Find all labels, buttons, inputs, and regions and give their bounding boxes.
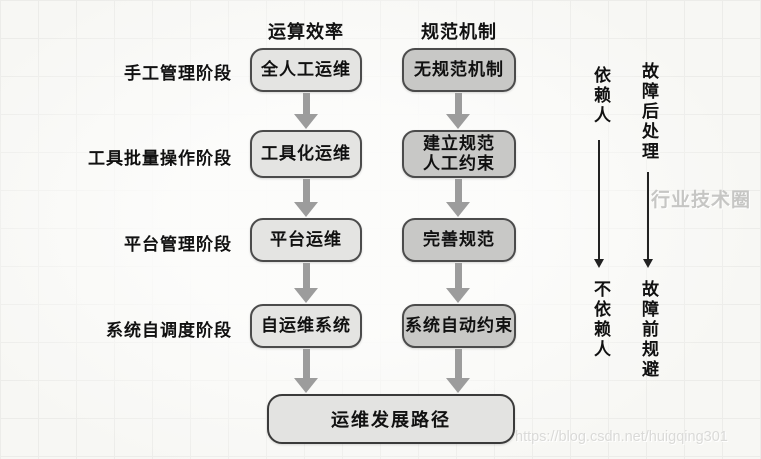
thin-down-arrow — [593, 140, 604, 268]
node-efficiency-3: 平台运维 — [250, 218, 362, 262]
stage-label-manual: 手工管理阶段 — [124, 64, 232, 83]
node-mechanism-3: 完善规范 — [402, 218, 516, 262]
stage-label-tooling: 工具批量操作阶段 — [88, 149, 232, 168]
stage-label-platform: 平台管理阶段 — [124, 235, 232, 254]
down-arrow — [294, 179, 318, 217]
down-arrow — [294, 349, 318, 393]
down-arrow — [446, 263, 470, 303]
annotation-not-depends-on-people: 不依赖人 — [591, 280, 610, 360]
node-efficiency-4: 自运维系统 — [250, 304, 362, 348]
thin-down-arrow — [642, 172, 653, 268]
node-efficiency-2: 工具化运维 — [250, 130, 362, 178]
annotation-post-failure-handling: 故障后处理 — [639, 62, 658, 162]
node-mechanism-4: 系统自动约束 — [402, 304, 516, 348]
node-mechanism-1: 无规范机制 — [402, 48, 516, 92]
watermark-badge: 行业技术圈 — [651, 190, 752, 211]
watermark-url: https://blog.csdn.net/huigqing301 — [515, 429, 728, 445]
down-arrow — [446, 93, 470, 129]
column-header-mechanism: 规范机制 — [421, 22, 497, 42]
node-efficiency-1: 全人工运维 — [250, 48, 362, 92]
node-development-path: 运维发展路径 — [267, 394, 515, 444]
down-arrow — [446, 349, 470, 393]
down-arrow — [446, 179, 470, 217]
annotation-pre-failure-avoidance: 故障前规避 — [639, 280, 658, 380]
node-mechanism-2: 建立规范 人工约束 — [402, 130, 516, 178]
down-arrow — [294, 263, 318, 303]
stage-label-selfscheduling: 系统自调度阶段 — [106, 321, 232, 340]
column-header-efficiency: 运算效率 — [268, 22, 344, 42]
down-arrow — [294, 93, 318, 129]
annotation-depends-on-people: 依赖人 — [591, 66, 610, 126]
